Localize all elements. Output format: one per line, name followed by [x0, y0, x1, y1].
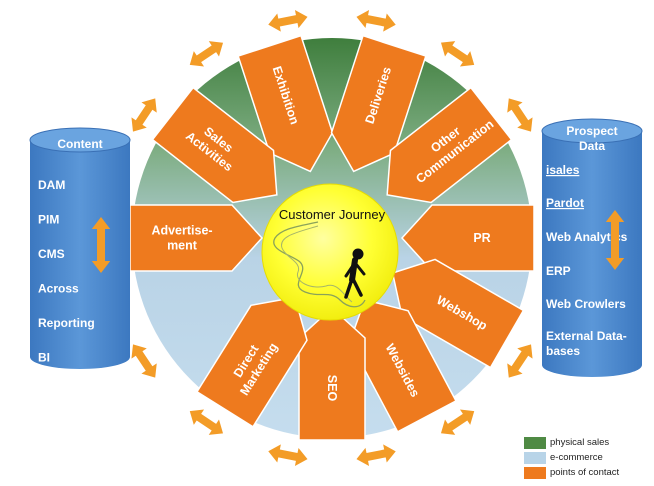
- content-updown-arrow-icon: [91, 217, 111, 273]
- touchpoint-shape: [330, 34, 427, 173]
- content-item: CMS: [38, 247, 65, 261]
- prospect-item: Web Analytics: [546, 230, 628, 244]
- ring-double-arrow-icon: [189, 41, 224, 67]
- journey-path: [273, 221, 366, 308]
- touchpoint-webshop: Webshop: [391, 258, 525, 369]
- legend-swatch: [524, 451, 546, 464]
- content-item: Across: [38, 282, 79, 296]
- ring-double-arrow-icon: [268, 10, 308, 32]
- touchpoint-label: PR: [473, 231, 490, 245]
- touchpoint-label: Advertise-: [151, 224, 212, 238]
- prospect-item: isales: [546, 163, 580, 177]
- prospect-item: Pardot: [546, 196, 584, 210]
- legend-swatch: [524, 436, 546, 449]
- legend: physical sales e-commerce points of contac…: [524, 436, 652, 484]
- ring-double-arrow-icon: [356, 444, 396, 466]
- prospect-vertical-arrow: [605, 210, 625, 270]
- prospect-item: ERP: [546, 264, 571, 278]
- legend-label: points of contact: [550, 467, 620, 478]
- customer-journey-center: [261, 183, 399, 321]
- legend-item: physical sales: [524, 436, 609, 449]
- ring-double-arrow-icon: [189, 409, 224, 435]
- journey-path-2: [281, 225, 353, 303]
- touchpoint-shape: [386, 86, 513, 204]
- touchpoint-deliveries: Deliveries: [330, 34, 427, 173]
- touchpoint-label: SEO: [325, 375, 339, 402]
- legend-label: e-commerce: [550, 452, 603, 463]
- ring-double-arrow-icon: [507, 344, 533, 378]
- prospect-db-title-line1: Prospect: [566, 124, 617, 138]
- ring-double-arrow-icon: [507, 98, 533, 132]
- content-item: BI: [38, 351, 50, 365]
- legend-item: points of contact: [524, 466, 619, 479]
- ring-double-arrow-icon: [131, 98, 157, 132]
- content-item: PIM: [38, 213, 59, 227]
- content-item: DAM: [38, 178, 65, 192]
- touchpoint-advertisement: Advertise-ment: [129, 204, 264, 272]
- walking-person-icon: [344, 248, 366, 299]
- touchpoint-exhibition: Exhibition: [237, 34, 334, 173]
- touchpoint-shape: [237, 34, 334, 173]
- prospect-item: External Data-: [546, 329, 627, 343]
- legend-label: physical sales: [550, 437, 610, 448]
- legend-swatch: [524, 466, 546, 479]
- prospect-item: Web Crowlers: [546, 297, 626, 311]
- prospect-item: bases: [546, 344, 580, 358]
- prospect-updown-arrow-icon: [605, 210, 625, 270]
- ring-double-arrow-icon: [268, 444, 308, 466]
- legend-item: e-commerce: [524, 451, 603, 464]
- customer-journey-title: Customer Journey: [279, 207, 386, 222]
- prospect-db-title-line2: Data: [579, 139, 605, 153]
- ring-double-arrow-icon: [356, 10, 396, 32]
- ring-double-arrow-icon: [131, 344, 157, 378]
- ring-double-arrow-icon: [440, 409, 475, 435]
- touchpoint-shape: [195, 296, 308, 428]
- touchpoint-shape: [151, 86, 278, 204]
- touchpoint-seo: SEO: [298, 306, 366, 441]
- content-item: Reporting: [38, 316, 95, 330]
- content-db-title: Content: [57, 137, 102, 151]
- ring-double-arrow-icon: [440, 41, 475, 67]
- content-vertical-arrow: [91, 217, 111, 273]
- touchpoint-label: ment: [167, 239, 198, 253]
